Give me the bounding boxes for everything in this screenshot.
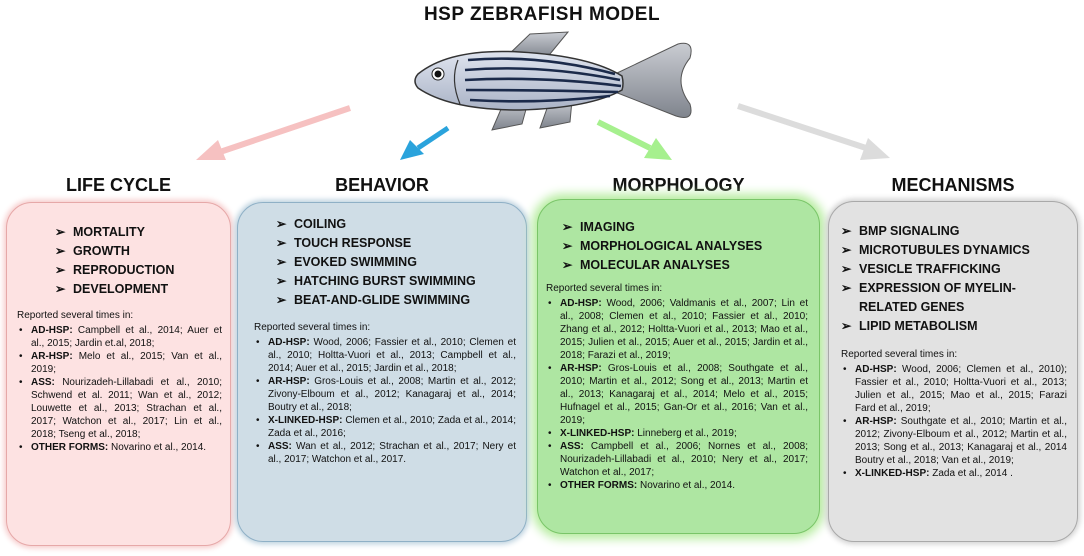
heading-life-cycle: LIFE CYCLE — [65, 175, 171, 195]
chevron-icon: ➢ — [276, 274, 287, 288]
list-item: ➢COILING — [276, 215, 476, 234]
list-item: ➢VESICLE TRAFFICKING — [841, 260, 1069, 279]
panel-behavior: ➢COILING ➢TOUCH RESPONSE ➢EVOKED SWIMMIN… — [237, 202, 527, 542]
chevron-icon: ➢ — [55, 263, 66, 277]
list-item: ➢BEAT-AND-GLIDE SWIMMING — [276, 291, 476, 310]
arrow-mechanisms — [737, 103, 890, 160]
reference-item: AD-HSP: Campbell et al., 2014; Auer et a… — [17, 324, 222, 350]
chevron-icon: ➢ — [841, 224, 852, 238]
list-item: ➢MOLECULAR ANALYSES — [562, 256, 762, 275]
mechanisms-references: Reported several times in: AD-HSP: Wood,… — [841, 348, 1067, 480]
reported-label: Reported several times in: — [546, 283, 663, 294]
chevron-icon: ➢ — [55, 225, 66, 239]
mechanisms-items: ➢BMP SIGNALING ➢MICROTUBULES DYNAMICS ➢V… — [841, 222, 1069, 336]
reference-item: X-LINKED-HSP: Clemen et al., 2010; Zada … — [254, 414, 516, 440]
arrow-morphology — [596, 119, 672, 160]
list-item: ➢IMAGING — [562, 218, 762, 237]
list-item: ➢DEVELOPMENT — [55, 280, 174, 299]
heading-mechanisms: MECHANISMS — [891, 175, 1015, 195]
chevron-icon: ➢ — [841, 319, 852, 333]
list-item: ➢EVOKED SWIMMING — [276, 253, 476, 272]
list-item: ➢REPRODUCTION — [55, 261, 174, 280]
reference-item: AR-HSP: Gros-Louis et al., 2008; Southga… — [546, 362, 808, 427]
diagram-title: HSP ZEBRAFISH MODEL — [423, 4, 661, 25]
reference-item: AD-HSP: Wood, 2006; Clemen et al., 2010)… — [841, 363, 1067, 415]
chevron-icon: ➢ — [55, 282, 66, 296]
life-cycle-items: ➢MORTALITY ➢GROWTH ➢REPRODUCTION ➢DEVELO… — [55, 223, 174, 299]
reference-item: X-LINKED-HSP: Zada et al., 2014 . — [841, 467, 1067, 480]
morphology-items: ➢IMAGING ➢MORPHOLOGICAL ANALYSES ➢MOLECU… — [562, 218, 762, 275]
reference-item: AR-HSP: Southgate et al., 2010; Martin e… — [841, 415, 1067, 467]
reference-item: AD-HSP: Wood, 2006; Fassier et al., 2010… — [254, 336, 516, 375]
life-cycle-references: Reported several times in: AD-HSP: Campb… — [17, 309, 222, 454]
reference-item: AR-HSP: Gros-Louis et al., 2008; Martin … — [254, 375, 516, 414]
list-item: ➢HATCHING BURST SWIMMING — [276, 272, 476, 291]
chevron-icon: ➢ — [562, 258, 573, 272]
chevron-icon: ➢ — [55, 244, 66, 258]
chevron-icon: ➢ — [276, 217, 287, 231]
reported-label: Reported several times in: — [17, 310, 134, 321]
chevron-icon: ➢ — [562, 220, 573, 234]
behavior-references: Reported several times in: AD-HSP: Wood,… — [254, 321, 516, 466]
heading-behavior: BEHAVIOR — [335, 175, 429, 195]
reference-item: ASS: Campbell et al., 2006; Nornes et al… — [546, 440, 808, 479]
behavior-items: ➢COILING ➢TOUCH RESPONSE ➢EVOKED SWIMMIN… — [276, 215, 476, 310]
list-item: ➢MORTALITY — [55, 223, 174, 242]
reference-item: OTHER FORMS: Novarino et al., 2014. — [546, 479, 808, 492]
chevron-icon: ➢ — [276, 236, 287, 250]
list-item: ➢LIPID METABOLISM — [841, 317, 1069, 336]
zebrafish-illustration — [414, 31, 692, 131]
list-item: ➢MORPHOLOGICAL ANALYSES — [562, 237, 762, 256]
reference-item: AR-HSP: Melo et al., 2015; Van et al., 2… — [17, 350, 222, 376]
heading-morphology: MORPHOLOGY — [612, 175, 745, 195]
chevron-icon: ➢ — [276, 255, 287, 269]
list-item: ➢TOUCH RESPONSE — [276, 234, 476, 253]
reported-label: Reported several times in: — [841, 349, 958, 360]
reported-label: Reported several times in: — [254, 322, 371, 333]
reference-item: AD-HSP: Wood, 2006; Valdmanis et al., 20… — [546, 297, 808, 362]
panel-morphology: ➢IMAGING ➢MORPHOLOGICAL ANALYSES ➢MOLECU… — [537, 199, 820, 534]
list-item: ➢MICROTUBULES DYNAMICS — [841, 241, 1069, 260]
chevron-icon: ➢ — [276, 293, 287, 307]
chevron-icon: ➢ — [841, 262, 852, 276]
arrow-life-cycle — [196, 105, 351, 160]
reference-item: X-LINKED-HSP: Linneberg et al., 2019; — [546, 427, 808, 440]
list-item: ➢BMP SIGNALING — [841, 222, 1069, 241]
arrow-behavior — [400, 125, 450, 160]
chevron-icon: ➢ — [562, 239, 573, 253]
reference-item: ASS: Nourizadeh-Lillabadi et al., 2010; … — [17, 376, 222, 441]
reference-item: ASS: Wan et al., 2012; Strachan et al., … — [254, 440, 516, 466]
morphology-references: Reported several times in: AD-HSP: Wood,… — [546, 282, 808, 492]
panel-life-cycle: ➢MORTALITY ➢GROWTH ➢REPRODUCTION ➢DEVELO… — [6, 202, 231, 546]
chevron-icon: ➢ — [841, 281, 852, 295]
chevron-icon: ➢ — [841, 243, 852, 257]
panel-mechanisms: ➢BMP SIGNALING ➢MICROTUBULES DYNAMICS ➢V… — [828, 201, 1078, 542]
reference-item: OTHER FORMS: Novarino et al., 2014. — [17, 441, 222, 454]
list-item: ➢GROWTH — [55, 242, 174, 261]
list-item: ➢EXPRESSION OF MYELIN-RELATED GENES — [841, 281, 1016, 314]
